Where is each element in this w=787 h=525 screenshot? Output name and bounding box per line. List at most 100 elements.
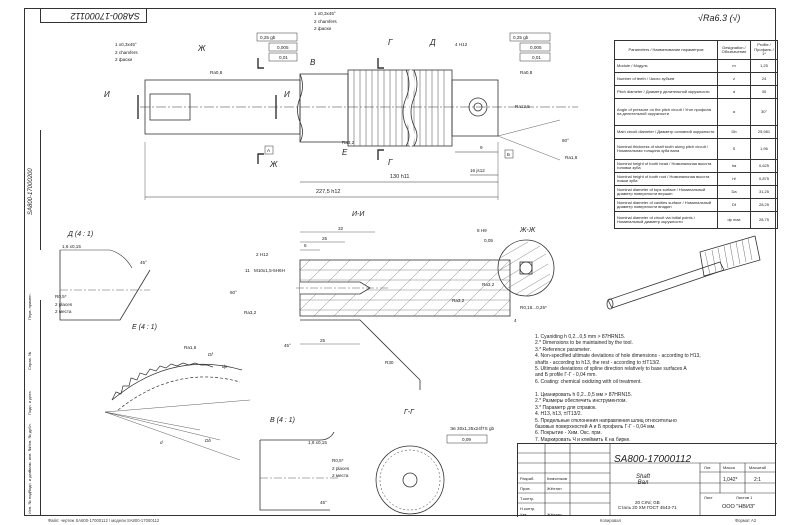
section-g-bottom bbox=[377, 149, 384, 160]
spline-teeth-lines bbox=[353, 70, 445, 146]
section-label-zh: Ж bbox=[198, 44, 206, 53]
note-line: 3.* Параметр для справок. bbox=[535, 404, 597, 411]
shaft-mid-body bbox=[299, 73, 349, 143]
params-header-profile: Profile / Профиль / 1* bbox=[750, 40, 778, 60]
title-block-code: SA800-17000112 bbox=[614, 454, 692, 465]
param-value: 25,981 bbox=[750, 125, 778, 139]
tol-frame-3 bbox=[268, 52, 298, 62]
param-symbol: m bbox=[717, 59, 751, 73]
note-line: 1. Cyaniding h 0,2...0,5 mm > 87HRN15. bbox=[535, 334, 626, 340]
chamfer-left-1: 1 x0,3x45° bbox=[115, 42, 137, 47]
tol-frame-6 bbox=[519, 52, 551, 62]
shaft-spline-section bbox=[347, 69, 453, 147]
detail-d-angle: 45° bbox=[140, 260, 147, 265]
note-line: 5. Ultimate deviations of spline directi… bbox=[535, 366, 687, 373]
section-label-d: Д bbox=[430, 38, 436, 47]
title-block-sheets: Листов 1 bbox=[736, 495, 753, 500]
section-ii-45: 45° bbox=[284, 343, 291, 348]
title-block-scale: Масштаб bbox=[749, 465, 767, 470]
tolerance-3: 0,01 bbox=[279, 55, 288, 60]
section-zhzh-4: 4 bbox=[514, 318, 517, 323]
param-symbol: dp max bbox=[717, 211, 751, 229]
detail-d-places-en: 2 places bbox=[55, 302, 73, 307]
part-name-en: Shaft bbox=[636, 474, 651, 480]
section-g-top bbox=[377, 58, 384, 69]
roughness-ra08-left: Ra0,8 bbox=[210, 70, 223, 75]
section-label-i-left: И bbox=[104, 90, 110, 99]
table-row: Nominal thickness of shaft tooth along p… bbox=[614, 138, 778, 160]
section-zhzh-tol: 0,05 bbox=[484, 238, 493, 243]
table-row: Nominal height of tooth head / Номинальн… bbox=[614, 159, 778, 173]
param-value: 1,25 bbox=[750, 59, 778, 73]
title-block-name: Shaft Вал bbox=[636, 474, 650, 486]
footer-format: Формат А2 bbox=[735, 518, 757, 523]
dim-h12-slot: 4 H12 bbox=[455, 42, 468, 47]
param-symbol: Db bbox=[717, 125, 751, 139]
roughness-value: Ra6.3 bbox=[702, 13, 727, 23]
side-strip bbox=[24, 300, 41, 516]
param-symbol: Df bbox=[717, 198, 751, 212]
note-line: 1. Цианировать h 0,2...0,5 мм > 87HRN15. bbox=[535, 392, 633, 398]
param-value: 0,625 bbox=[750, 159, 778, 173]
title-block-mass-value: 1,042* bbox=[723, 477, 738, 483]
base-label-a: А bbox=[267, 148, 271, 153]
detail-d-title: Д (4 : 1) bbox=[68, 231, 94, 238]
detail-e-d: d bbox=[160, 440, 163, 445]
title-block-name-1: Кемченков bbox=[547, 476, 567, 481]
dim-16: 16 js12 bbox=[470, 168, 485, 173]
detail-e-df: Df bbox=[208, 352, 213, 357]
roughness-ra32: Ra3,2 bbox=[342, 140, 355, 145]
section-zhzh-title: Ж-Ж bbox=[520, 227, 536, 234]
param-value: 30° bbox=[750, 98, 778, 126]
param-symbol: d bbox=[717, 85, 751, 99]
detail-v bbox=[259, 431, 340, 511]
tol-frame-1 bbox=[256, 32, 298, 42]
params-header-designation: Designation / Обозначение bbox=[717, 40, 751, 60]
tolerance-5: 0,005 bbox=[530, 45, 542, 50]
detail-e bbox=[104, 362, 251, 461]
notes-english: 1. Cyaniding h 0,2...0,5 mm > 87HRN15. 2… bbox=[535, 334, 701, 385]
roughness-ra125: Ra12,5 bbox=[515, 104, 530, 109]
break-gap bbox=[405, 69, 415, 147]
title-block-utv: Утв. bbox=[520, 512, 528, 517]
section-zh-top bbox=[257, 58, 264, 69]
section-label-i-right: И bbox=[284, 90, 290, 99]
dim-60-angle: 60° bbox=[562, 138, 569, 143]
tol-frame-5 bbox=[519, 42, 551, 52]
section-label-v: В bbox=[310, 58, 316, 67]
roughness-symbol-icon: √ bbox=[698, 13, 703, 23]
param-name: Main circuit diameter / Диаметр основной… bbox=[614, 125, 718, 139]
note-line: 4. Non-specified ultimate deviations of … bbox=[535, 353, 701, 360]
param-value: 31,25 bbox=[750, 185, 778, 199]
param-symbol: hf bbox=[717, 172, 751, 186]
table-row: Nominal diameter of cavities surface / Н… bbox=[614, 198, 778, 212]
param-symbol: Da bbox=[717, 185, 751, 199]
note-line: 7. Маркировать Ч и клеймить К на бирке. bbox=[535, 436, 631, 443]
rotated-number-box bbox=[40, 8, 147, 23]
section-ii bbox=[296, 231, 511, 390]
param-name: Nominal height of tooth head / Номинальн… bbox=[614, 159, 718, 173]
side-strip-ref-box bbox=[24, 130, 41, 250]
param-value: 1,96 bbox=[750, 138, 778, 160]
section-ii-32: 32 bbox=[338, 226, 344, 231]
detail-v-chamfer: 1,6 x0,15 bbox=[308, 440, 327, 445]
section-ii-11: 11 bbox=[245, 268, 250, 273]
tolerance-4: 0,25 gb bbox=[513, 35, 529, 40]
detail-e-roughness: Ra1,6 bbox=[184, 345, 197, 350]
chamfer-mid-3: 2 фаски bbox=[314, 26, 332, 31]
table-row: Pitch diameter / Диаметр делительной окр… bbox=[614, 85, 778, 99]
section-zh-bottom bbox=[257, 153, 264, 164]
title-block-mass: Масса bbox=[723, 465, 735, 470]
title-block: SA800-17000112 Shaft Вал 20 CrNi; GB Ста… bbox=[517, 443, 777, 517]
param-value: 28,75 bbox=[750, 211, 778, 229]
break-line-left bbox=[297, 73, 303, 143]
detail-d bbox=[59, 249, 151, 321]
shaft-right-end bbox=[451, 79, 499, 137]
footer-file-info: Файл: чертеж SA800-17000112 / модели SA8… bbox=[48, 518, 160, 523]
spline-parameters-table: Parameters / Наименование параметров Des… bbox=[614, 40, 778, 229]
roughness-general: √Ra6.3 (√) bbox=[698, 13, 740, 23]
chamfer-mid-2: 2 chamfers bbox=[314, 19, 337, 24]
title-block-tkontr: Т.контр. bbox=[520, 496, 535, 501]
